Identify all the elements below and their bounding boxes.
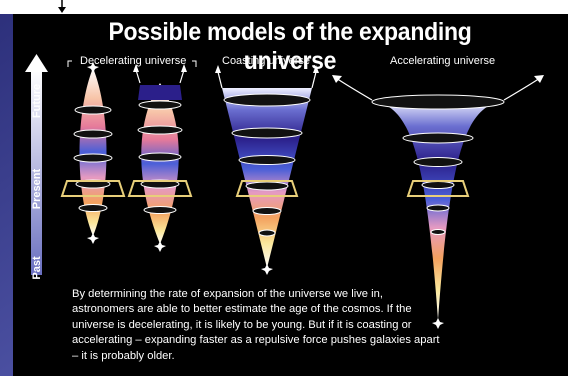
- decelerating-label-bracket: [67, 60, 197, 67]
- big-bang-star-icons: [87, 62, 444, 329]
- coasting-universe-model: [215, 65, 319, 268]
- pointer-arrow-icon: [58, 0, 66, 13]
- present-marker-boxes: [60, 180, 470, 197]
- coasting-universe-label: Coasting universe: [222, 55, 311, 67]
- time-axis-arrow: [25, 54, 48, 275]
- time-label-past: Past: [31, 256, 43, 280]
- time-label-future: Future: [31, 83, 43, 119]
- decelerating-universe-model-1: [73, 68, 113, 236]
- page-title: Possible models of the expanding univers…: [108, 18, 472, 75]
- decelerating-universe-model-2: [133, 64, 187, 244]
- explanatory-caption: By determining the rate of expansion of …: [72, 288, 440, 362]
- accelerating-universe-label: Accelerating universe: [390, 55, 496, 67]
- top-white-strip: [0, 0, 568, 14]
- time-label-present: Present: [31, 168, 43, 210]
- accelerating-universe-model: [332, 75, 544, 320]
- decelerating-universe-label: Decelerating universe: [80, 55, 187, 67]
